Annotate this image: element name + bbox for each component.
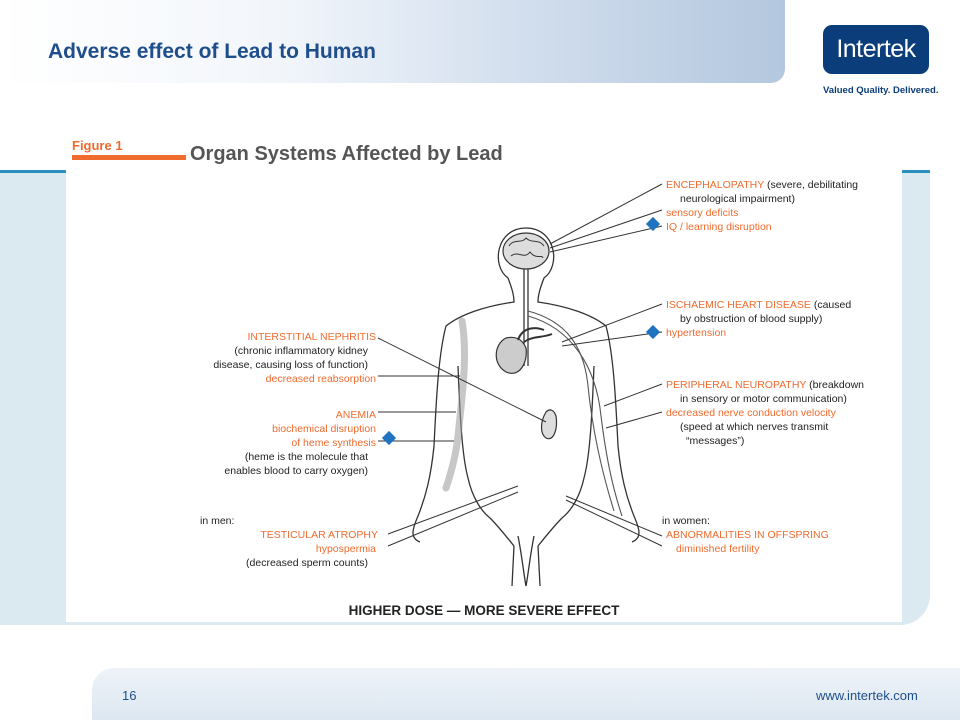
annotation-text: disease, causing loss of function) xyxy=(213,359,368,371)
annotation-neuropathy: PERIPHERAL NEUROPATHY (breakdown xyxy=(666,379,864,391)
figure-title: Organ Systems Affected by Lead xyxy=(190,143,503,165)
annotation-testicular: TESTICULAR ATROPHY xyxy=(260,529,378,541)
website-link[interactable]: www.intertek.com xyxy=(816,688,918,703)
brain-icon xyxy=(502,232,550,366)
logo-tagline: Valued Quality. Delivered. xyxy=(823,85,939,96)
annotation-text: neurological impairment) xyxy=(680,193,795,205)
heart-icon xyxy=(495,327,553,374)
annotation-text: (decreased sperm counts) xyxy=(246,557,368,569)
kidney-icon xyxy=(540,409,558,440)
men-annotations: in men: TESTICULAR ATROPHY hypospermia (… xyxy=(200,515,378,569)
page-number: 16 xyxy=(122,688,137,703)
body-outline xyxy=(412,227,640,587)
right-annotations: ENCEPHALOPATHY (severe, debilitating neu… xyxy=(662,179,864,555)
annotation-text: (heme is the molecule that xyxy=(245,451,368,463)
diamond-marker-icon xyxy=(645,324,661,340)
organ-systems-diagram: Figure 1 Organ Systems Affected by Lead xyxy=(72,138,864,618)
footer-band xyxy=(92,668,960,720)
annotation-text: decreased reabsorption xyxy=(266,373,376,385)
annotation-text: by obstruction of blood supply) xyxy=(680,313,822,325)
annotation-prefix: in men: xyxy=(200,515,234,527)
figure-label: Figure 1 xyxy=(72,138,123,153)
left-annotations: INTERSTITIAL NEPHRITIS (chronic inflamma… xyxy=(213,331,376,477)
intertek-logo: Intertek xyxy=(823,25,929,74)
annotation-prefix: in women: xyxy=(662,515,710,527)
annotation-text: diminished fertility xyxy=(676,543,760,555)
annotation-text: (speed at which nerves transmit xyxy=(680,421,828,433)
annotation-text: of heme synthesis xyxy=(291,437,376,449)
annotation-encephalopathy: ENCEPHALOPATHY (severe, debilitating xyxy=(666,179,858,191)
marker-diamonds xyxy=(381,216,661,446)
annotation-text: hypertension xyxy=(666,327,726,339)
diamond-marker-icon xyxy=(381,430,397,446)
annotation-text: in sensory or motor communication) xyxy=(680,393,847,405)
title-band xyxy=(0,0,785,83)
annotation-text: IQ / learning disruption xyxy=(666,221,772,233)
figure-footer: HIGHER DOSE — MORE SEVERE EFFECT xyxy=(349,603,621,618)
annotation-text: decreased nerve conduction velocity xyxy=(666,407,837,419)
figure-label-underline xyxy=(72,155,186,160)
annotation-offspring: ABNORMALITIES IN OFFSPRING xyxy=(666,529,829,541)
annotation-text: “messages”) xyxy=(686,435,744,447)
annotation-text: enables blood to carry oxygen) xyxy=(224,465,368,477)
annotation-nephritis: INTERSTITIAL NEPHRITIS xyxy=(247,331,376,343)
annotation-text: hypospermia xyxy=(316,543,376,555)
annotation-text: (chronic inflammatory kidney xyxy=(234,345,368,357)
slide-title: Adverse effect of Lead to Human xyxy=(48,40,376,63)
lead-figure: Figure 1 Organ Systems Affected by Lead xyxy=(66,116,902,622)
bone-marrow-icon xyxy=(442,317,469,492)
nerve-lines xyxy=(527,310,623,517)
diamond-marker-icon xyxy=(645,216,661,232)
annotation-heart-disease: ISCHAEMIC HEART DISEASE (caused xyxy=(666,299,851,311)
annotation-anemia: ANEMIA xyxy=(336,409,376,421)
annotation-text: sensory deficits xyxy=(666,207,738,219)
annotation-text: biochemical disruption xyxy=(272,423,376,435)
